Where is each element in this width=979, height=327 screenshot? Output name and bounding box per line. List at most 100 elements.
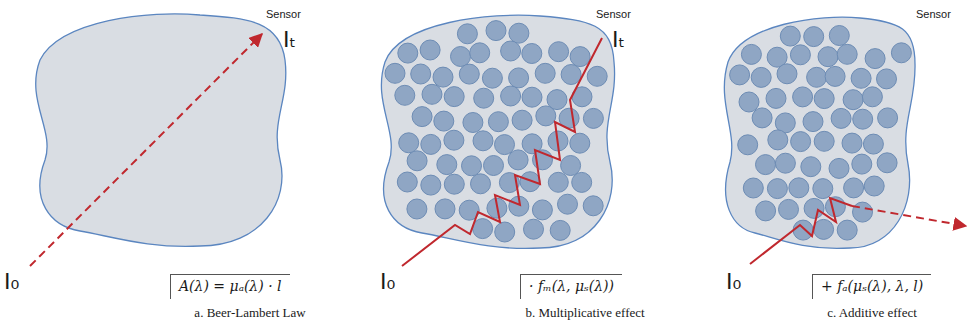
scattering-particle — [739, 92, 759, 112]
scattering-particle — [891, 43, 911, 63]
scattering-particle — [814, 131, 834, 151]
formula-box: + fₐ(μₛ(λ), λ, l) — [812, 274, 931, 299]
scattering-particle — [444, 87, 464, 107]
scattering-particle — [814, 219, 834, 239]
scattering-particle — [473, 131, 493, 151]
scattering-particle — [421, 175, 441, 195]
scattering-particle — [837, 44, 857, 64]
scattering-particle — [470, 43, 490, 63]
scattering-particle — [791, 132, 811, 152]
light-path — [30, 34, 262, 266]
scattering-particle — [488, 112, 508, 132]
sensor-label: Sensor — [916, 8, 951, 20]
scattering-particle — [444, 130, 464, 150]
scattering-particle — [398, 43, 418, 63]
scattering-particle — [863, 134, 883, 154]
scattering-particle — [741, 44, 761, 64]
scattering-particle — [501, 41, 521, 61]
scattering-particle — [558, 194, 578, 214]
sensor-label: Sensor — [266, 8, 301, 20]
scattering-particle — [829, 158, 849, 178]
light-path — [402, 38, 602, 266]
scattering-particle — [572, 172, 592, 192]
scattering-particle — [411, 64, 431, 84]
scattering-particle — [420, 40, 440, 60]
scattering-particle — [484, 156, 504, 176]
scattering-particle — [793, 87, 813, 107]
scattering-particle — [457, 24, 477, 44]
formula-text: A(λ) = μₐ(λ) · l — [179, 278, 282, 295]
scattering-particle — [509, 68, 529, 88]
scattering-particle — [767, 179, 787, 199]
scattering-particle — [399, 133, 419, 153]
medium-outline — [36, 14, 286, 247]
scattering-particle — [743, 178, 763, 198]
scattering-particle — [549, 42, 569, 62]
scattering-particle — [730, 65, 750, 85]
scattering-particle — [853, 109, 873, 129]
scattering-particle — [837, 220, 857, 240]
scattering-particle — [852, 154, 872, 174]
scattering-particle — [843, 90, 863, 110]
scattering-particle — [804, 198, 824, 218]
intensity-symbol: I₀ — [4, 270, 19, 294]
scattering-particle — [801, 157, 821, 177]
scattering-particle — [804, 27, 824, 47]
scattering-particle — [862, 87, 882, 107]
scattering-particle — [397, 172, 417, 192]
scattering-particle — [437, 155, 457, 175]
scattering-particle — [501, 86, 521, 106]
scattering-particle — [421, 134, 441, 154]
scattering-particle — [851, 68, 871, 88]
scattering-particle — [738, 135, 758, 155]
scattering-particle — [550, 220, 570, 240]
scattering-particle — [570, 133, 590, 153]
scattering-particle — [522, 44, 542, 64]
light-path — [750, 198, 852, 264]
scattering-particle — [780, 26, 800, 46]
scattering-particle — [474, 88, 494, 108]
formula-box: · fₘ(λ, μₛ(λ)) — [520, 274, 622, 299]
scattering-particle — [803, 112, 823, 132]
scattering-particle — [482, 68, 502, 88]
scattering-particle — [522, 87, 542, 107]
scattering-particle — [471, 174, 491, 194]
scattering-particle — [825, 66, 845, 86]
sensor-label: Sensor — [596, 8, 631, 20]
scattering-particle — [751, 67, 771, 87]
scattering-particle — [853, 202, 873, 222]
intensity-symbol: Iₜ — [283, 28, 296, 52]
scattering-particle — [395, 85, 415, 105]
intensity-symbol: Iₜ — [612, 28, 625, 52]
scattering-particle — [814, 89, 834, 109]
scattering-particle — [561, 156, 581, 176]
scattering-particle — [412, 107, 432, 127]
scattering-particle — [807, 67, 827, 87]
scattering-particle — [790, 45, 810, 65]
scattering-particle — [512, 110, 532, 130]
medium-outline — [724, 17, 915, 248]
scattering-particle — [793, 220, 813, 240]
scattering-particle — [587, 66, 607, 86]
scattering-particle — [877, 69, 897, 89]
scattering-particle — [583, 196, 603, 216]
scattering-particle — [520, 172, 540, 192]
scattering-particle — [766, 88, 786, 108]
panel-caption: c. Additive effect — [827, 306, 917, 320]
scattering-particle — [583, 108, 603, 128]
scattering-particle — [463, 113, 483, 133]
panel-caption: b. Multiplicative effect — [525, 306, 644, 320]
scattering-particle — [495, 135, 515, 155]
scattering-particle — [752, 108, 772, 128]
scattering-particle — [768, 130, 788, 150]
scattering-particle — [444, 174, 464, 194]
scattering-particle — [777, 64, 797, 84]
scattering-particle — [789, 178, 809, 198]
scattering-particle — [844, 178, 864, 198]
scattering-particle — [548, 172, 568, 192]
scattering-particle — [877, 153, 897, 173]
scattering-particle — [779, 199, 799, 219]
scattering-particle — [407, 199, 427, 219]
scattering-particle — [407, 151, 427, 171]
intensity-symbol: I₀ — [380, 270, 395, 294]
